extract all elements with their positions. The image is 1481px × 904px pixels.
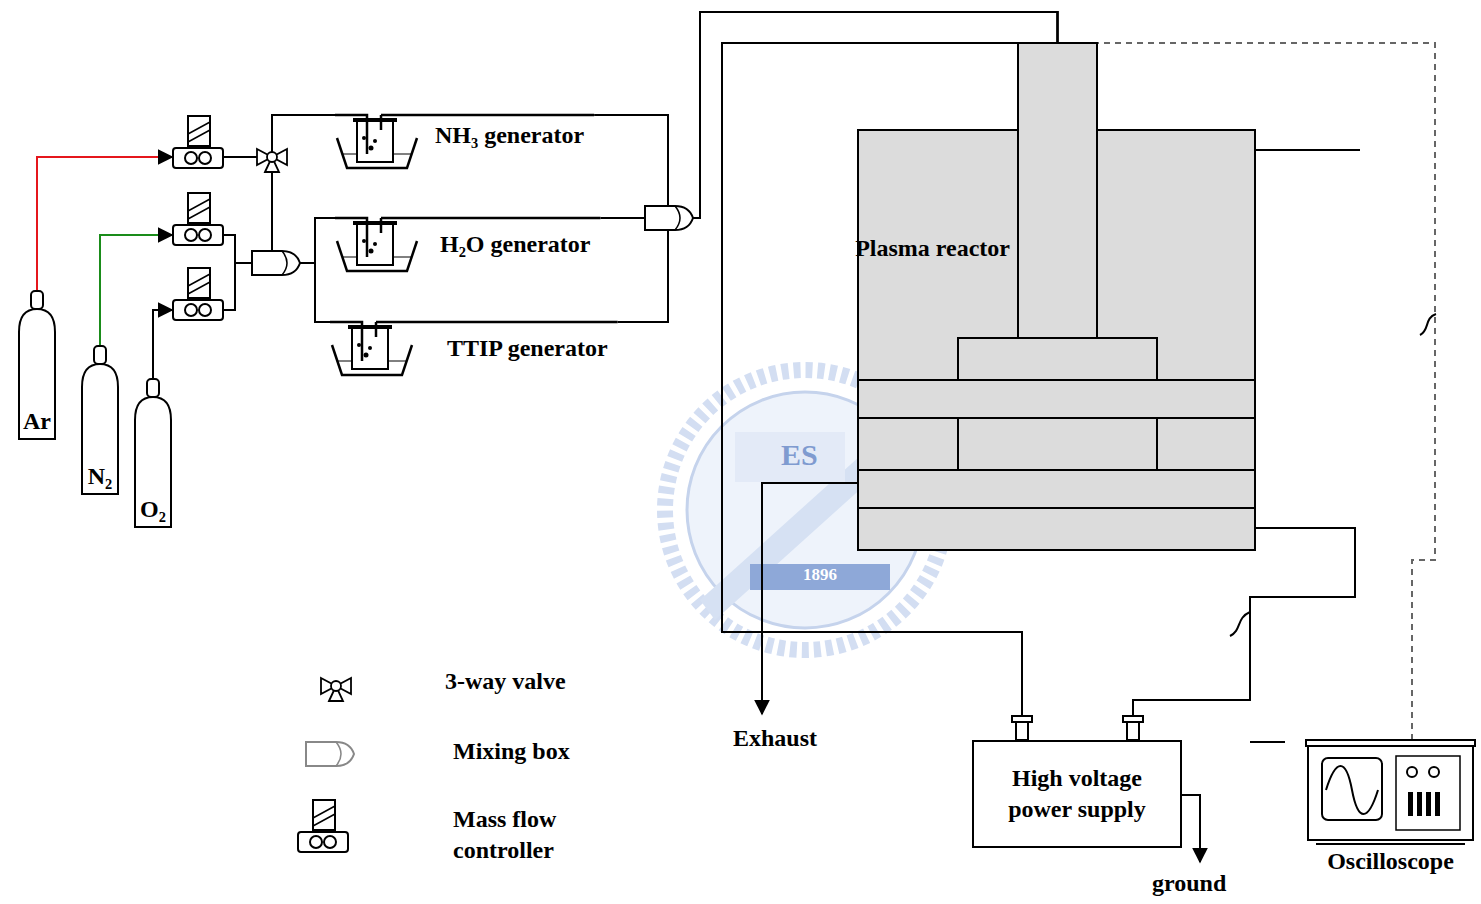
nitrogen-line — [100, 235, 172, 345]
watermark-text: 1896 — [790, 565, 850, 585]
oscilloscope-outline — [1308, 740, 1473, 846]
ground-line — [1182, 795, 1200, 862]
mixing-box — [252, 251, 300, 275]
drawing-part — [735, 432, 845, 482]
connector — [100, 235, 330, 345]
bubbler-shape — [335, 218, 417, 271]
legend-entry: 3-way valve — [445, 666, 566, 697]
drawing-part — [750, 564, 890, 590]
node-label: NH₃ generator — [435, 122, 594, 150]
drawing-part — [1016, 722, 1028, 740]
mass-flow-controller — [173, 116, 223, 168]
reactor-outlet-line — [1255, 149, 1360, 151]
outlet-tube — [381, 217, 600, 220]
exhaust-line — [762, 483, 858, 714]
vapor-generator: NH₃ generator — [335, 108, 594, 170]
connector — [37, 115, 335, 290]
drawing-part — [1123, 716, 1143, 722]
drawing-part — [1420, 314, 1436, 335]
watermark-text: ES — [781, 438, 818, 473]
ground-label: ground — [1152, 870, 1226, 898]
cylinder-shape — [135, 379, 171, 527]
vapor-generator: H₂O generator — [335, 211, 600, 273]
node-label: Oscilloscope — [1308, 848, 1473, 876]
label-holder: Exhaust — [733, 725, 817, 753]
label-holder: 1896 — [790, 565, 850, 585]
terminal — [1012, 716, 1143, 740]
outlet-tube — [376, 321, 618, 324]
plasma-reactor: Plasma reactor — [858, 43, 1255, 550]
bubbler-shape — [335, 115, 417, 168]
node-label: H₂O generator — [440, 231, 600, 259]
oxygen-line — [153, 310, 172, 378]
oscilloscope: Oscilloscope — [1308, 740, 1473, 890]
gas-cylinder: Ar — [15, 290, 59, 440]
legend-mixing-box-icon — [306, 742, 354, 766]
connector — [37, 157, 335, 290]
reactor-outline — [858, 43, 1255, 550]
reactor-shape — [858, 43, 1255, 550]
node-label: Ar — [23, 408, 51, 436]
exhaust-label: Exhaust — [733, 725, 817, 753]
label-holder: ground — [1152, 870, 1226, 898]
probe-line — [1250, 741, 1285, 743]
legend-text: Mixing box — [453, 736, 570, 767]
argon-line — [37, 157, 172, 290]
cylinder-shape — [82, 346, 118, 494]
mass-flow-controller — [173, 193, 223, 245]
mass-flow-controller — [173, 268, 223, 320]
legend-entry: Mass flow controller — [453, 804, 603, 866]
gas-cylinder: O₂ — [131, 378, 175, 528]
node-label: N₂ — [88, 463, 113, 491]
connector — [37, 157, 330, 322]
drawing-part — [1230, 612, 1250, 636]
oscilloscope-shape — [1306, 740, 1475, 844]
connector — [1133, 528, 1355, 740]
node-label: Plasma reactor — [855, 235, 1010, 263]
node-label: TTIP generator — [447, 335, 618, 363]
node-label: O₂ — [140, 496, 166, 524]
mixing-box — [645, 206, 693, 230]
outlet-tube — [381, 114, 594, 117]
power-supply-box: High voltage power supply — [972, 740, 1182, 848]
three-way-valve — [257, 149, 287, 172]
gas-cylinder: N₂ — [78, 345, 122, 495]
label-holder: ES — [781, 438, 818, 473]
legend-mfc-icon — [298, 800, 348, 852]
legend-text: 3-way valve — [445, 666, 566, 697]
legend-entry: Mixing box — [453, 736, 570, 767]
cylinder-shape — [19, 291, 55, 439]
legend-text: Mass flow controller — [453, 804, 603, 866]
legend-valve-icon — [321, 678, 351, 701]
connector — [153, 263, 330, 378]
node-label: High voltage power supply — [982, 763, 1172, 825]
drawing-part — [1127, 722, 1139, 740]
bubbler-shape — [330, 322, 412, 375]
vapor-generator: TTIP generator — [330, 315, 618, 377]
drawing-part — [1012, 716, 1032, 722]
break-mark — [1230, 314, 1436, 636]
